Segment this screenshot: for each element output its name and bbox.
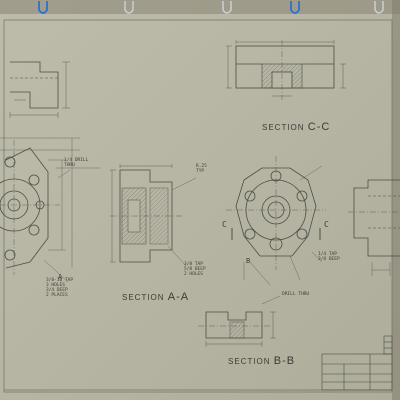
note-hole-line-3: 3/4 DEEP	[46, 288, 68, 293]
cut-mark-c-left: C	[222, 220, 227, 229]
section-aa-prefix: SECTION	[122, 293, 168, 302]
note-hole-line-2: 3 HOLES	[46, 283, 65, 288]
note-hole-line-4: 2 PLACES	[46, 293, 68, 298]
binder-clip-2	[124, 0, 134, 14]
note-drill-line-2: THRU	[64, 163, 75, 168]
sheet-border	[3, 19, 393, 393]
section-bb-letters: B-B	[273, 355, 296, 367]
note-section-line-1: 3/8 TAP	[184, 262, 203, 267]
note-bb-line-1: DRILL THRU	[282, 292, 310, 297]
cut-mark-c-right: C	[324, 220, 329, 229]
note-tap-line-1: 1/4 TAP	[318, 252, 337, 257]
section-aa-letters: A-A	[167, 291, 190, 303]
note-drill-callout: 1/4 DRILL THRU	[64, 158, 88, 168]
view-section-cc	[226, 40, 346, 100]
binder-clip-1	[38, 0, 48, 14]
view-section-aa	[110, 164, 197, 267]
section-bb-prefix: SECTION	[228, 357, 274, 366]
section-cc-title: SECTION C-C	[262, 121, 331, 133]
cut-mark-b: B	[246, 257, 251, 265]
binder-clip-3	[222, 0, 232, 14]
note-section-line-2: 5/8 DEEP	[184, 267, 206, 272]
note-radius-line-1: R.25	[196, 164, 207, 169]
section-aa-title: SECTION A-A	[122, 291, 190, 303]
title-block	[321, 335, 393, 391]
note-radius-line-2: TYP	[196, 169, 205, 174]
note-section-callout: 3/8 TAP 5/8 DEEP 2 HOLES	[184, 262, 206, 277]
view-section-bb	[198, 295, 281, 347]
section-cc-letters: C-C	[307, 121, 331, 133]
paper-top-band	[0, 0, 400, 14]
view-center-body	[226, 156, 326, 286]
view-right-side	[348, 179, 400, 276]
cut-mark-a: A	[58, 273, 63, 281]
paper-right-shadow	[392, 0, 400, 400]
note-section-line-3: 2 HOLES	[184, 272, 203, 277]
note-hole-line-1: 3/8-16 TAP	[46, 278, 74, 283]
section-bb-title: SECTION B-B	[228, 355, 296, 367]
note-radius-callout: R.25 TYP	[196, 164, 207, 174]
binder-clip-5	[374, 0, 384, 14]
binder-clip-4	[290, 0, 300, 14]
view-top-left-bracket	[9, 61, 70, 118]
note-drill-line-1: 1/4 DRILL	[64, 158, 89, 163]
note-tap-callout: 1/4 TAP 3/8 DEEP	[318, 252, 340, 262]
view-front-left	[0, 137, 100, 283]
note-hole-callout: 3/8-16 TAP 3 HOLES 3/4 DEEP 2 PLACES	[46, 278, 73, 298]
note-tap-line-2: 3/8 DEEP	[318, 257, 340, 262]
note-bb-callout: DRILL THRU	[282, 292, 309, 297]
section-cc-prefix: SECTION	[262, 123, 308, 132]
